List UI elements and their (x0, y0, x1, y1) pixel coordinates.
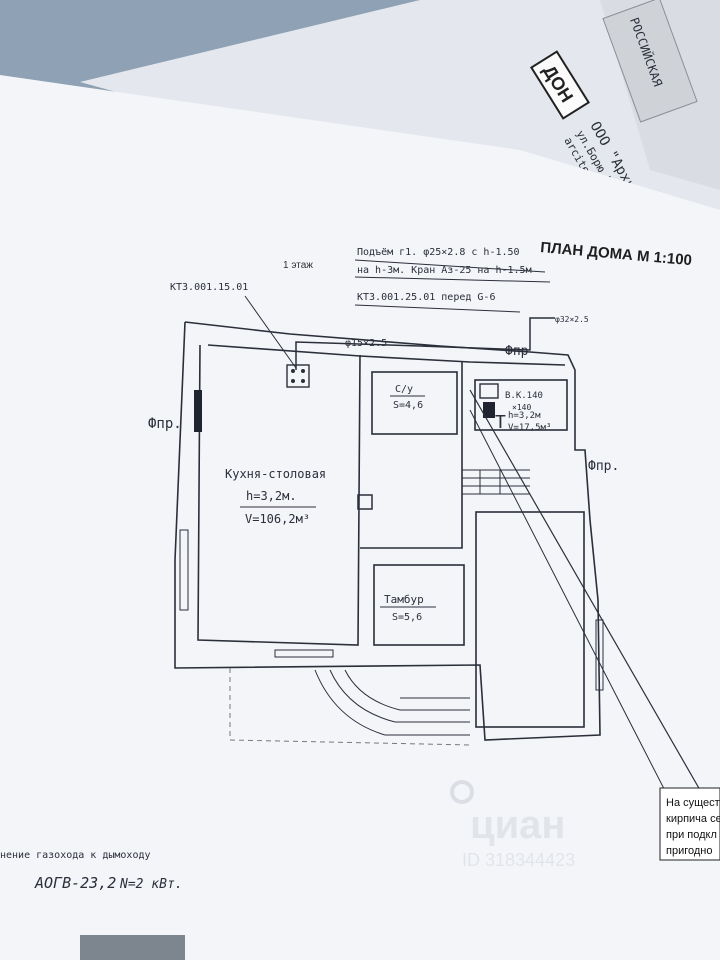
porch-dash (229, 668, 471, 746)
pipe-note-2: на h-3м. Кран Аз-25 на h-1.5м (357, 265, 532, 276)
boiler-label-2: ×140 (512, 403, 531, 412)
tambour-area: S=5,6 (392, 612, 422, 623)
kitchen-name: Кухня-столовая (225, 467, 326, 481)
code-1: КТ3.001.15.01 (170, 282, 248, 293)
boiler-label: В.К.140 (505, 391, 543, 401)
leader-line (469, 389, 701, 791)
kitchen-volume: V=106,2м³ (245, 512, 310, 526)
boiler-symbol (479, 383, 499, 399)
overlay-note-3: при подкл (666, 829, 717, 841)
code-2: КТ3.001.25.01 перед G-6 (357, 292, 495, 303)
floor-plan (174, 321, 601, 741)
back-sheet (80, 0, 720, 215)
column-mark (357, 494, 373, 510)
wc-area: S=4,6 (393, 400, 423, 411)
porch-steps (314, 669, 470, 736)
burner (291, 369, 295, 373)
pipe-note-2-underline (354, 276, 551, 283)
pipe-note-4: φ32×2.5 (555, 315, 589, 324)
pipe-note-1-underline (354, 259, 546, 273)
overlay-note-1: На сущест (666, 797, 720, 809)
boiler-height: h=3,2м (508, 411, 541, 421)
overlay-note-2: кирпича се (666, 813, 720, 825)
stairs (462, 469, 530, 495)
overlay-note-box (659, 787, 720, 861)
svg-text:циан: циан (470, 803, 566, 847)
cian-watermark: циан ID 318344423 (450, 780, 575, 870)
f-label-top: Фпр (505, 344, 529, 359)
bottom-note-2: АОГВ-23,2 (34, 874, 116, 892)
tambour-name: Тамбур (384, 593, 424, 606)
window-left (194, 390, 202, 432)
hatch-corner (80, 935, 185, 960)
burner (301, 369, 305, 373)
code-2-underline (354, 304, 521, 313)
pipe-note-3: φ15×2.5 (345, 338, 387, 349)
burner (291, 379, 295, 383)
burner (301, 379, 305, 383)
floor-label: 1 этаж (283, 260, 313, 271)
overlay-note-4: пригодно (666, 845, 712, 857)
kitchen-height: h=3,2м. (246, 489, 297, 503)
svg-text:ID 318344423: ID 318344423 (462, 850, 575, 870)
boiler-t: T (495, 412, 506, 433)
pipe-note-1: Подъём г1. φ25×2.8 с h-1.50 (357, 247, 520, 258)
window-bottom (274, 649, 334, 658)
stove-symbol (286, 364, 310, 388)
bottom-note-3: N=2 кВт. (119, 877, 183, 892)
stamp: РОССИЙСКАЯ (602, 0, 698, 123)
main-sheet (0, 75, 720, 960)
window-left-lower (179, 529, 189, 611)
f-label-right: Фпр. (588, 459, 619, 474)
wc-name: С/у (395, 384, 413, 395)
leader-line-2 (469, 409, 681, 821)
f-label-left: Фпр. (148, 416, 182, 432)
bottom-note-1: нение газохода к дымоходу (0, 850, 151, 861)
boiler-volume: V=17,5м³ (508, 423, 551, 433)
boiler-block (483, 402, 495, 418)
